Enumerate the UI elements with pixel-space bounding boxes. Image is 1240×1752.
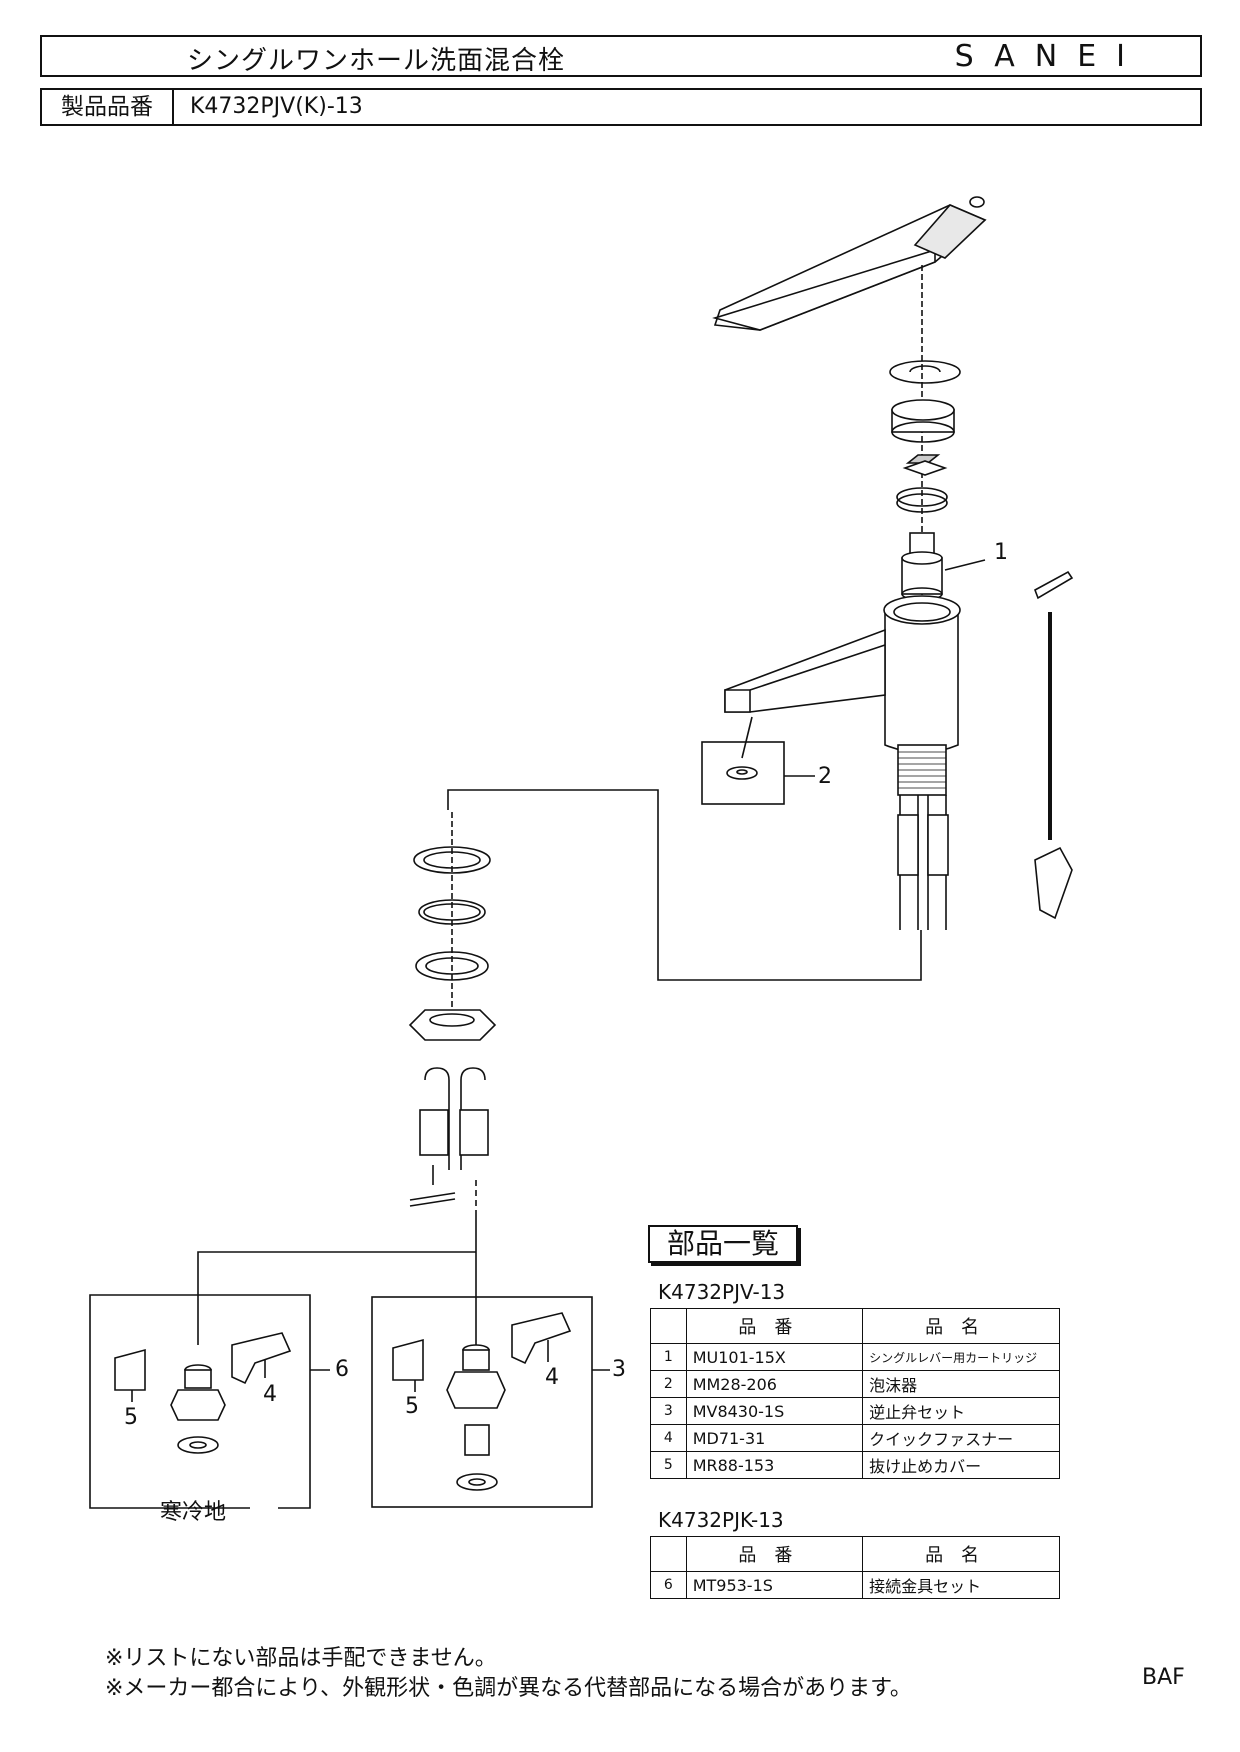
row-no: 5	[650, 1451, 687, 1479]
row-code: MR88-153	[685, 1451, 864, 1479]
row-name: 抜け止めカバー	[862, 1451, 1060, 1479]
product-number-label: 製品品番	[42, 90, 174, 124]
table-row: 4 MD71-31 クイックファスナー	[650, 1424, 1060, 1452]
note-1: ※リストにない部品は手配できません。	[105, 1646, 497, 1671]
document-code: BAF	[1142, 1665, 1185, 1690]
cold-region-label: 寒冷地	[160, 1500, 227, 1525]
header-code: 品番	[685, 1536, 864, 1572]
row-code: MM28-206	[685, 1370, 864, 1398]
row-no: 6	[650, 1571, 687, 1599]
table-row: 1 MU101-15X シングルレバー用カートリッジ	[650, 1343, 1060, 1371]
table-header-row: 品番 品名	[650, 1536, 1060, 1572]
faucet-body-drawing	[724, 595, 961, 930]
header-name: 品名	[862, 1536, 1060, 1572]
product-number-value: K4732PJV(K)-13	[190, 94, 363, 119]
cartridge-parts-drawing	[891, 399, 955, 601]
row-code: MU101-15X	[685, 1343, 864, 1371]
row-code: MT953-1S	[685, 1571, 864, 1599]
aerator-box	[701, 741, 785, 805]
callout-4-kit3: 4	[545, 1365, 559, 1390]
brand-logo: SANEI	[954, 39, 1145, 74]
callout-1: 1	[994, 540, 1008, 565]
kit-6-parts-drawing	[114, 1332, 292, 1454]
callout-5-kit6: 5	[124, 1405, 138, 1430]
table-2-model: K4732PJK-13	[658, 1508, 784, 1532]
row-name: 接続金具セット	[862, 1571, 1060, 1599]
row-name: 逆止弁セット	[862, 1397, 1060, 1425]
row-code: MD71-31	[685, 1424, 864, 1452]
table-row: 6 MT953-1S 接続金具セット	[650, 1571, 1060, 1599]
parts-list-title: 部品一覧	[648, 1225, 798, 1263]
table-row: 2 MM28-206 泡沫器	[650, 1370, 1060, 1398]
row-code: MV8430-1S	[685, 1397, 864, 1425]
lever-handle-drawing	[712, 196, 987, 331]
header-name: 品名	[862, 1308, 1060, 1344]
callout-3: 3	[612, 1357, 626, 1382]
title-bar: シングルワンホール洗面混合栓 SANEI	[40, 35, 1202, 77]
product-title: シングルワンホール洗面混合栓	[187, 46, 566, 76]
kit-3-box	[371, 1296, 593, 1508]
header-code: 品番	[685, 1308, 864, 1344]
callout-5-kit3: 5	[405, 1394, 419, 1419]
row-no: 2	[650, 1370, 687, 1398]
mounting-parts-drawing	[408, 846, 497, 1041]
callout-2: 2	[818, 764, 832, 789]
parts-table-2: 品番 品名 6 MT953-1S 接続金具セット	[650, 1536, 1060, 1599]
row-no: 1	[650, 1343, 687, 1371]
parts-table-1: 品番 品名 1 MU101-15X シングルレバー用カートリッジ 2 MM28-…	[650, 1308, 1060, 1479]
callout-4-kit6: 4	[263, 1382, 277, 1407]
row-no: 4	[650, 1424, 687, 1452]
note-2: ※メーカー都合により、外観形状・色調が異なる代替部品になる場合があります。	[105, 1676, 912, 1701]
table-row: 3 MV8430-1S 逆止弁セット	[650, 1397, 1060, 1425]
row-name: クイックファスナー	[862, 1424, 1060, 1452]
callout-6: 6	[335, 1357, 349, 1382]
table-row: 5 MR88-153 抜け止めカバー	[650, 1451, 1060, 1479]
product-number-bar: 製品品番 K4732PJV(K)-13	[40, 88, 1202, 126]
kit-6-box	[89, 1294, 311, 1509]
table-1-model: K4732PJV-13	[658, 1280, 786, 1304]
kit-3-parts-drawing	[392, 1312, 572, 1491]
row-no: 3	[650, 1397, 687, 1425]
row-name: 泡沫器	[862, 1370, 1060, 1398]
table-header-row: 品番 品名	[650, 1308, 1060, 1344]
popup-rod-drawing	[1034, 570, 1074, 920]
row-name: シングルレバー用カートリッジ	[862, 1343, 1060, 1371]
